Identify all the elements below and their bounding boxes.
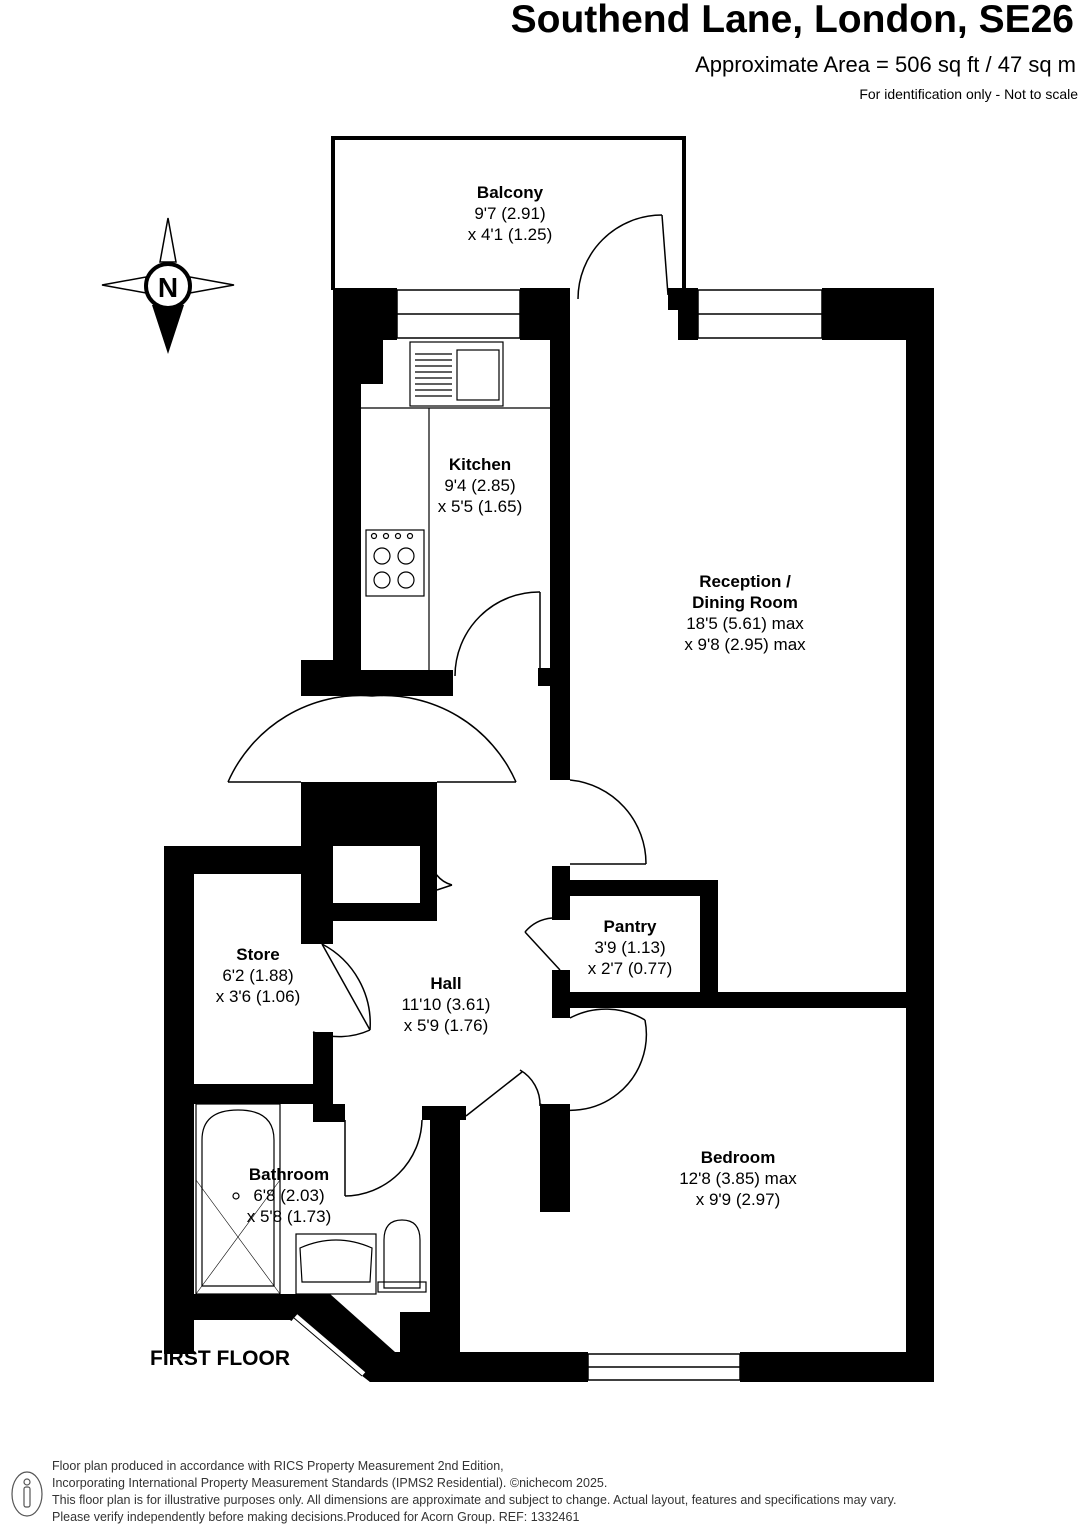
room-dimension: x 5'9 (1.76)	[403, 1016, 489, 1035]
room-dimension: 11'10 (3.61)	[401, 995, 491, 1014]
floor-label: FIRST FLOOR	[150, 1347, 290, 1370]
bathroom-fixtures	[195, 1103, 427, 1295]
room-dimension: 6'8 (2.03)	[253, 1186, 325, 1205]
footer-line: Please verify independently before makin…	[52, 1510, 580, 1524]
footer-line: Incorporating International Property Mea…	[52, 1476, 608, 1490]
room-dimension: 9'4 (2.85)	[444, 476, 516, 495]
room-dimension: x 9'8 (2.95) max	[684, 635, 806, 654]
room-dimension: 9'7 (2.91)	[474, 204, 546, 223]
room-name: Store	[236, 945, 280, 964]
room-bathroom: Bathroom 6'8 (2.03) x 5'8 (1.73)	[224, 1164, 354, 1227]
room-name: Bathroom	[248, 1165, 330, 1184]
room-name: Pantry	[603, 917, 657, 936]
footer-line: Floor plan produced in accordance with R…	[52, 1459, 504, 1473]
door-swings	[227, 214, 669, 1197]
person-scale-icon	[11, 1471, 43, 1517]
footer-disclaimer: Floor plan produced in accordance with R…	[52, 1458, 896, 1526]
room-dimension: x 5'5 (1.65)	[437, 497, 523, 516]
room-store: Store 6'2 (1.88) x 3'6 (1.06)	[198, 944, 318, 1007]
room-hall: Hall 11'10 (3.61) x 5'9 (1.76)	[381, 973, 511, 1036]
room-name: Kitchen	[448, 455, 512, 474]
kitchen-units	[361, 341, 550, 670]
room-name: Dining Room	[692, 593, 798, 612]
scale-note: For identification only - Not to scale	[859, 86, 1078, 102]
room-dimension: x 3'6 (1.06)	[215, 987, 301, 1006]
room-name: Hall	[430, 974, 462, 993]
compass-letter: N	[158, 272, 178, 303]
room-balcony: Balcony 9'7 (2.91) x 4'1 (1.25)	[445, 182, 575, 245]
room-reception: Reception / Dining Room 18'5 (5.61) max …	[660, 571, 830, 655]
approximate-area: Approximate Area = 506 sq ft / 47 sq m	[695, 52, 1076, 77]
room-dimension: x 4'1 (1.25)	[467, 225, 553, 244]
room-dimension: 6'2 (1.88)	[222, 966, 294, 985]
windows	[396, 289, 823, 1381]
walls	[164, 288, 934, 1382]
compass-icon: N	[101, 217, 235, 354]
room-dimension: 18'5 (5.61) max	[686, 614, 804, 633]
room-name: Reception /	[699, 572, 791, 591]
room-dimension: x 5'8 (1.73)	[246, 1207, 332, 1226]
room-kitchen: Kitchen 9'4 (2.85) x 5'5 (1.65)	[415, 454, 545, 517]
footer-line: This floor plan is for illustrative purp…	[52, 1493, 897, 1507]
room-name: Balcony	[476, 183, 544, 202]
room-bedroom: Bedroom 12'8 (3.85) max x 9'9 (2.97)	[658, 1147, 818, 1210]
room-dimension: x 2'7 (0.77)	[587, 959, 673, 978]
room-pantry: Pantry 3'9 (1.13) x 2'7 (0.77)	[570, 916, 690, 979]
room-dimension: x 9'9 (2.97)	[695, 1190, 781, 1209]
property-title: Southend Lane, London, SE26	[510, 0, 1074, 41]
room-dimension: 12'8 (3.85) max	[679, 1169, 797, 1188]
room-name: Bedroom	[700, 1148, 776, 1167]
room-dimension: 3'9 (1.13)	[594, 938, 666, 957]
